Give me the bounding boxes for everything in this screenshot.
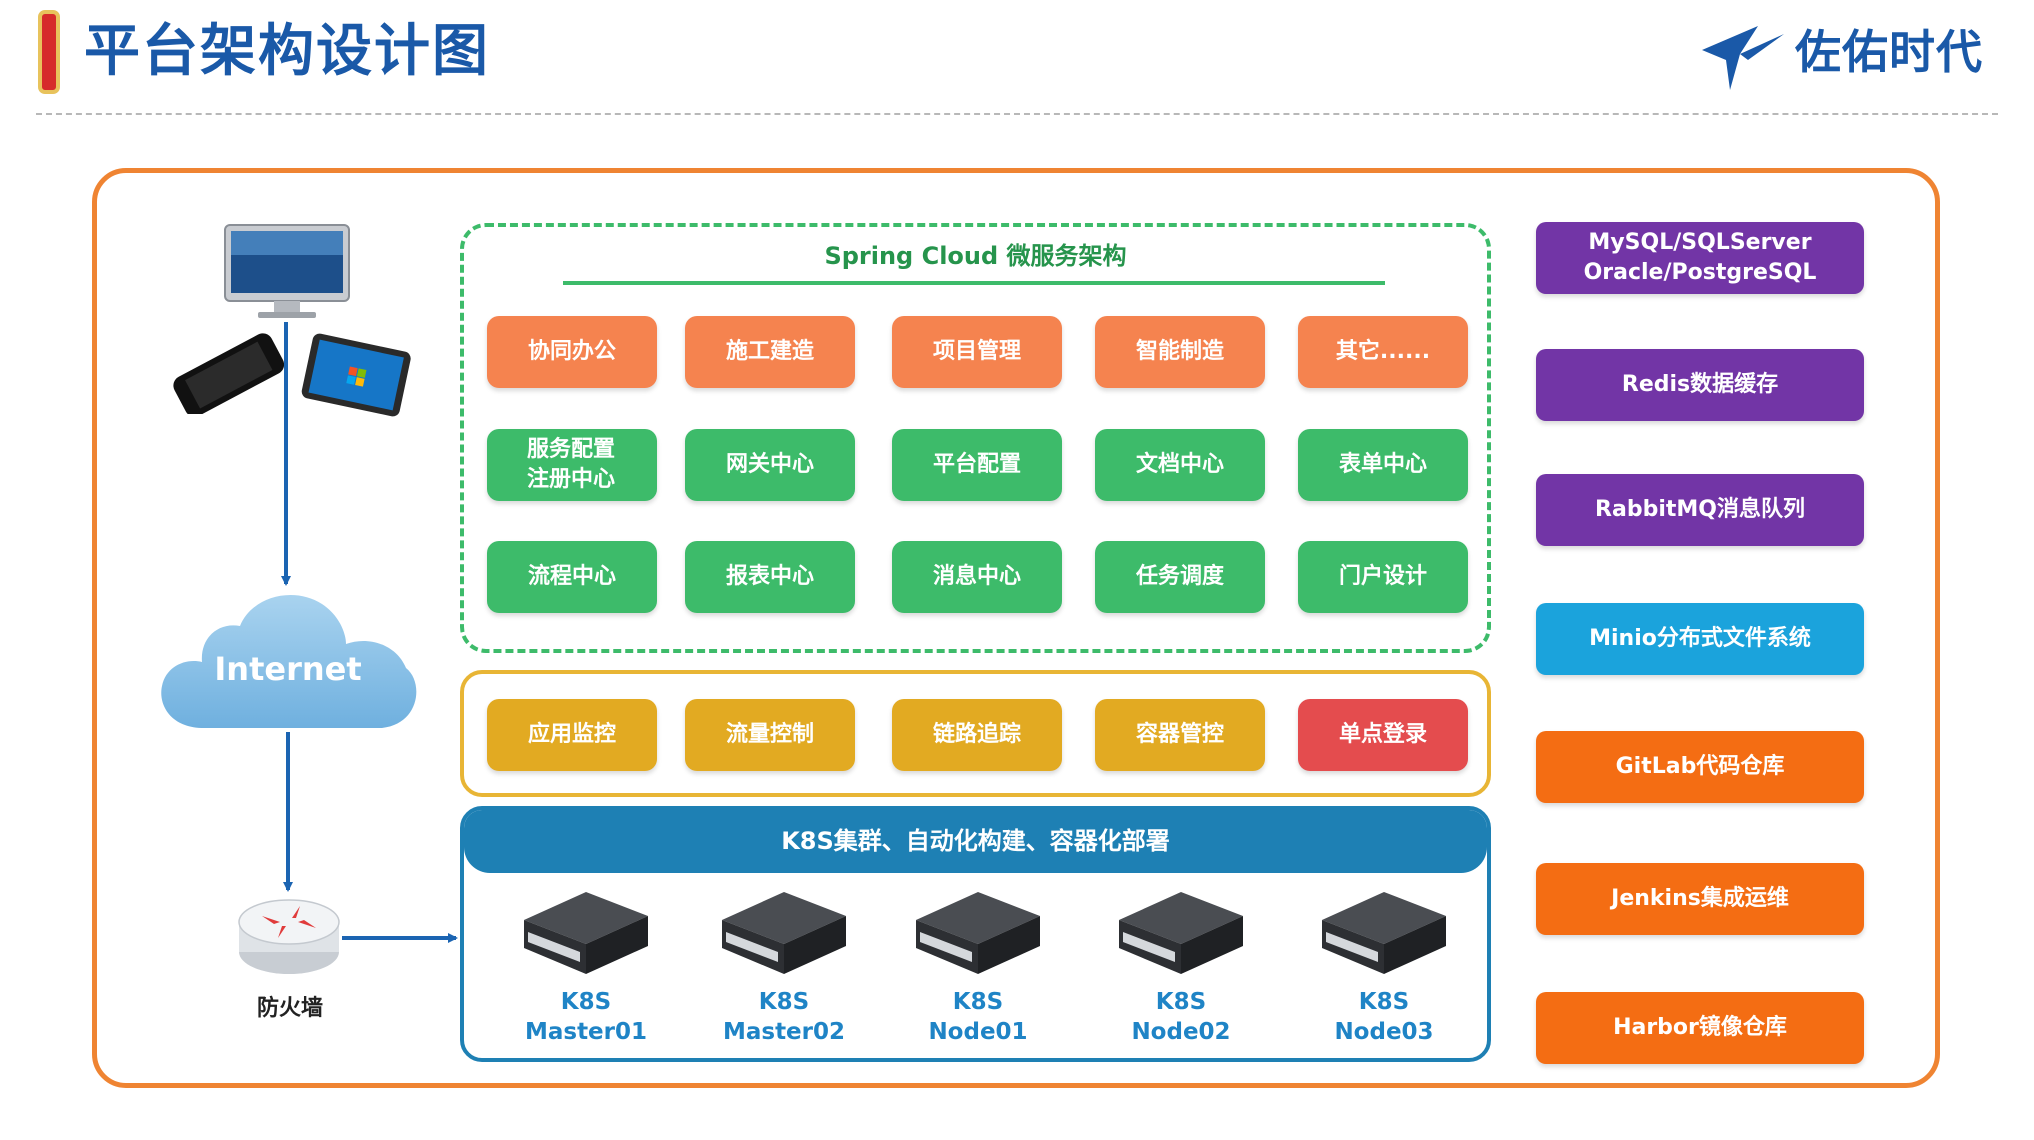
k8s-cluster-title: K8S集群、自动化构建、容器化部署 xyxy=(781,827,1170,855)
module-report-center: 报表中心 xyxy=(685,541,855,613)
server-icon xyxy=(1119,892,1243,974)
server-label-line1: K8S xyxy=(1358,989,1410,1015)
module-app-monitoring: 应用监控 xyxy=(487,699,657,771)
title-accent-bar xyxy=(38,10,60,94)
stack-gitlab-repo: GitLab代码仓库 xyxy=(1536,731,1864,803)
server-label-line2: Master01 xyxy=(524,1019,648,1045)
k8s-header-band xyxy=(464,810,1487,873)
server-label-master02: K8S Master02 xyxy=(704,987,864,1047)
module-portal-design: 门户设计 xyxy=(1298,541,1468,613)
k8s-cluster-frame: K8S集群、自动化构建、容器化部署 xyxy=(460,806,1491,1062)
module-gateway-center: 网关中心 xyxy=(685,429,855,501)
server-label-master01: K8S Master01 xyxy=(506,987,666,1047)
desktop-monitor-icon xyxy=(224,224,350,318)
module-project-management: 项目管理 xyxy=(892,316,1062,388)
stack-rabbitmq-queue: RabbitMQ消息队列 xyxy=(1536,474,1864,546)
monitoring-frame xyxy=(460,670,1491,797)
server-label-node02: K8S Node02 xyxy=(1101,987,1261,1047)
module-single-sign-on: 单点登录 xyxy=(1298,699,1468,771)
architecture-frame xyxy=(92,168,1940,1088)
server-label-line1: K8S xyxy=(560,989,612,1015)
module-platform-config: 平台配置 xyxy=(892,429,1062,501)
firewall-label: 防火墙 xyxy=(256,996,323,1021)
stack-databases: MySQL/SQLServer Oracle/PostgreSQL xyxy=(1536,222,1864,294)
module-traffic-control: 流量控制 xyxy=(685,699,855,771)
router-icon xyxy=(238,899,340,974)
page-title: 平台架构设计图 xyxy=(84,19,490,84)
module-document-center: 文档中心 xyxy=(1095,429,1265,501)
module-workflow-center: 流程中心 xyxy=(487,541,657,613)
module-message-center: 消息中心 xyxy=(892,541,1062,613)
smartphone-icon xyxy=(173,333,285,414)
server-label-line1: K8S xyxy=(952,989,1004,1015)
server-icon xyxy=(524,892,648,974)
module-construction: 施工建造 xyxy=(685,316,855,388)
server-label-node01: K8S Node01 xyxy=(898,987,1058,1047)
module-task-scheduling: 任务调度 xyxy=(1095,541,1265,613)
server-label-node03: K8S Node03 xyxy=(1304,987,1464,1047)
stack-minio-storage: Minio分布式文件系统 xyxy=(1536,603,1864,675)
tablet-icon xyxy=(301,333,411,417)
module-container-control: 容器管控 xyxy=(1095,699,1265,771)
server-label-line1: K8S xyxy=(758,989,810,1015)
module-form-center: 表单中心 xyxy=(1298,429,1468,501)
server-label-line1: K8S xyxy=(1155,989,1207,1015)
internet-label: Internet xyxy=(214,650,362,688)
spring-cloud-underline xyxy=(563,281,1385,285)
stack-harbor-registry: Harbor镜像仓库 xyxy=(1536,992,1864,1064)
header-divider xyxy=(36,113,1998,115)
server-icon xyxy=(916,892,1040,974)
server-label-line2: Master02 xyxy=(722,1019,846,1045)
cloud-icon xyxy=(161,595,417,728)
server-label-line2: Node01 xyxy=(928,1019,1028,1045)
brand-logo-icon xyxy=(1702,26,1784,90)
server-label-line2: Node03 xyxy=(1334,1019,1434,1045)
module-smart-manufacturing: 智能制造 xyxy=(1095,316,1265,388)
server-icon xyxy=(1322,892,1446,974)
module-tracing: 链路追踪 xyxy=(892,699,1062,771)
module-service-registry: 服务配置 注册中心 xyxy=(487,429,657,501)
server-icon xyxy=(722,892,846,974)
brand-name: 佐佑时代 xyxy=(1795,25,1983,79)
stack-jenkins-ops: Jenkins集成运维 xyxy=(1536,863,1864,935)
server-label-line2: Node02 xyxy=(1131,1019,1231,1045)
spring-cloud-title: Spring Cloud 微服务架构 xyxy=(824,242,1127,270)
module-collab-office: 协同办公 xyxy=(487,316,657,388)
stack-redis-cache: Redis数据缓存 xyxy=(1536,349,1864,421)
spring-cloud-frame xyxy=(460,223,1491,653)
module-others: 其它...... xyxy=(1298,316,1468,388)
